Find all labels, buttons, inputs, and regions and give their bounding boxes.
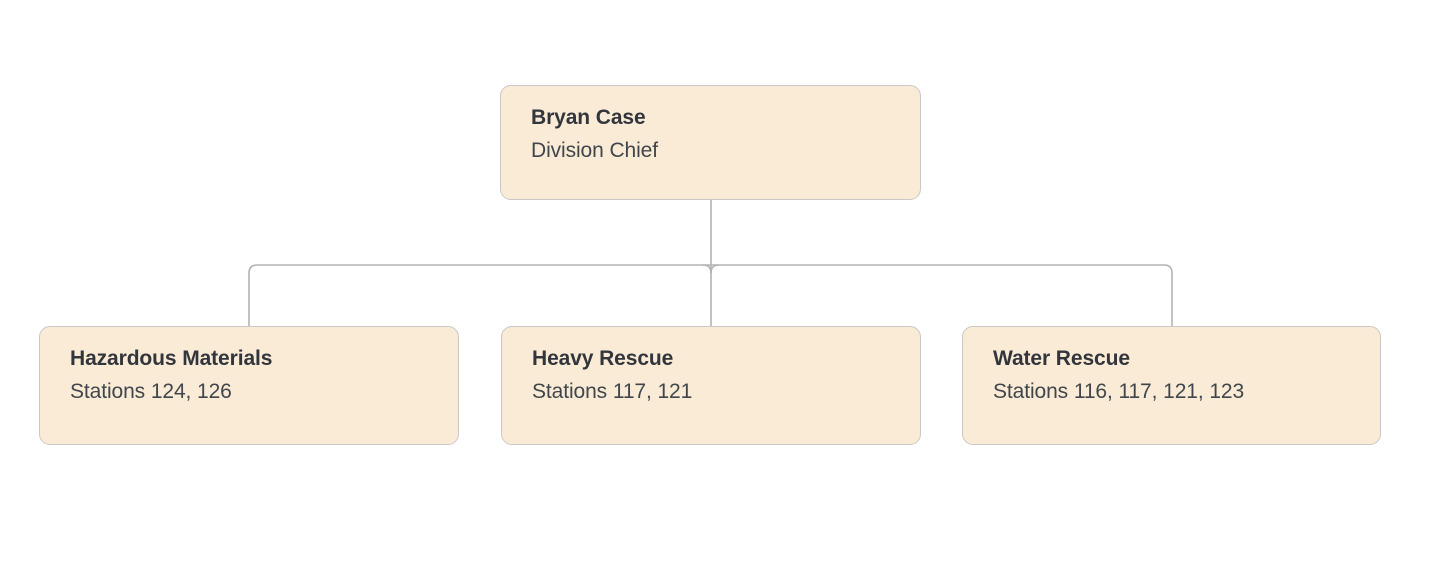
org-node-title: Hazardous Materials (70, 347, 273, 370)
org-node-title: Bryan Case (531, 106, 646, 129)
connector-junction-left-fillet (702, 264, 712, 274)
org-node-title: Heavy Rescue (532, 347, 674, 370)
org-node-hazardous-materials[interactable]: Hazardous Materials Stations 124, 126 (39, 326, 459, 445)
org-node-subtitle: Stations 124, 126 (70, 380, 232, 403)
org-node-water-rescue[interactable]: Water Rescue Stations 116, 117, 121, 123 (962, 326, 1381, 445)
org-node-root[interactable]: Bryan Case Division Chief (500, 85, 921, 200)
connector-junction-right-fillet (710, 264, 720, 274)
org-node-title: Water Rescue (993, 347, 1130, 370)
org-node-subtitle: Division Chief (531, 139, 658, 162)
org-node-heavy-rescue[interactable]: Heavy Rescue Stations 117, 121 (501, 326, 921, 445)
org-node-subtitle: Stations 116, 117, 121, 123 (993, 380, 1245, 403)
connector-bus (248, 264, 1173, 326)
org-node-subtitle: Stations 117, 121 (532, 380, 693, 403)
